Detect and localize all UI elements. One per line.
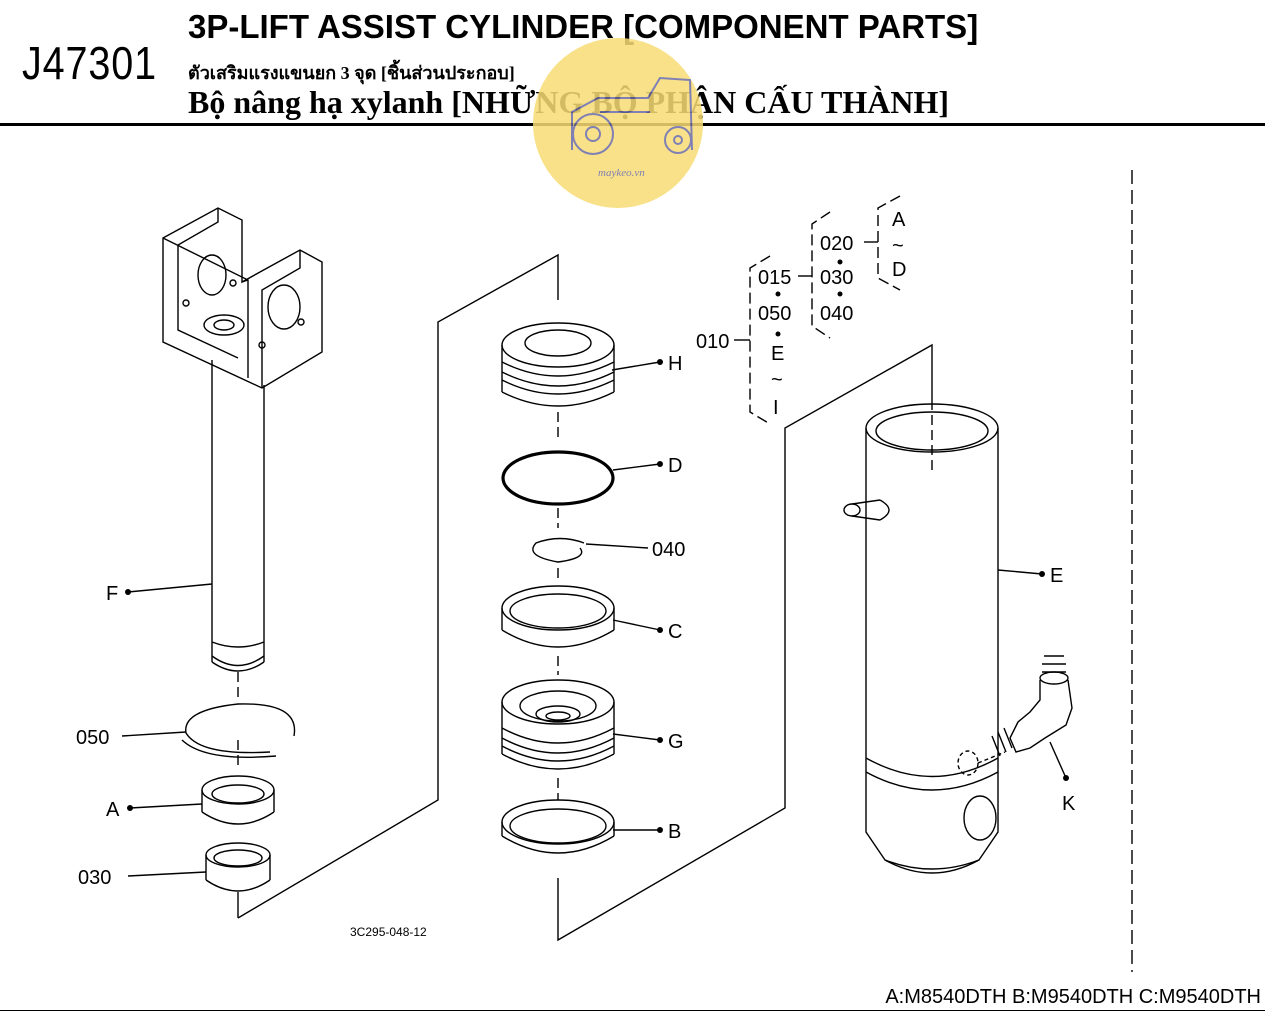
callout-H: H [668, 353, 682, 375]
callout-K: K [1062, 793, 1076, 815]
tree-l1-item: I [773, 397, 779, 419]
watermark-text: maykeo.vn [598, 167, 645, 179]
tree-l1-item: 015 [758, 267, 791, 289]
model-applicability: A:M8540DTH B:M9540DTH C:M9540DTH [885, 986, 1261, 1008]
callout-A: A [106, 799, 120, 821]
alignment-plane-right [557, 343, 933, 942]
tree-l1-tilde: ~ [771, 369, 783, 391]
tree-l2-item: 040 [820, 303, 853, 325]
watermark-logo: maykeo.vn [533, 38, 703, 208]
callout-E: E [1050, 565, 1063, 587]
tree-l1-item: E [771, 343, 784, 365]
footer-rule [0, 1010, 1265, 1011]
leader-lines [121, 361, 1067, 877]
tree-l2-item: 030 [820, 267, 853, 289]
callout-050: 050 [76, 727, 109, 749]
tree-root: 010 [696, 331, 729, 353]
piston-rod-assembly [162, 207, 323, 918]
tree-l3-item: D [892, 259, 906, 281]
callout-040: 040 [652, 539, 685, 561]
callout-C: C [668, 621, 682, 643]
elbow-fitting [991, 655, 1073, 757]
tree-l3-item: A [892, 209, 906, 231]
tree-l2-item: 020 [820, 233, 853, 255]
piston-seal-stack [501, 322, 615, 854]
tree-l1-item: 050 [758, 303, 791, 325]
title-thai: ตัวเสริมแรงแขนยก 3 จุด [ชิ้นส่วนประกอบ] [188, 63, 515, 83]
parts-tree-brackets [749, 195, 901, 425]
callout-030: 030 [78, 867, 111, 889]
callout-D: D [668, 455, 682, 477]
tree-l3-tilde: ~ [892, 235, 904, 257]
page-code: J47301 [22, 37, 157, 89]
cylinder-tube [843, 400, 1006, 874]
callout-G: G [668, 731, 684, 753]
leader-dots [125, 259, 1069, 833]
alignment-plane-left [237, 253, 559, 919]
parts-tree-leaders [734, 241, 878, 341]
title-english: 3P-LIFT ASSIST CYLINDER [COMPONENT PARTS… [188, 8, 979, 45]
drawing-code: 3C295-048-12 [350, 925, 427, 939]
callout-F: F [106, 583, 118, 605]
callout-B: B [668, 821, 681, 843]
